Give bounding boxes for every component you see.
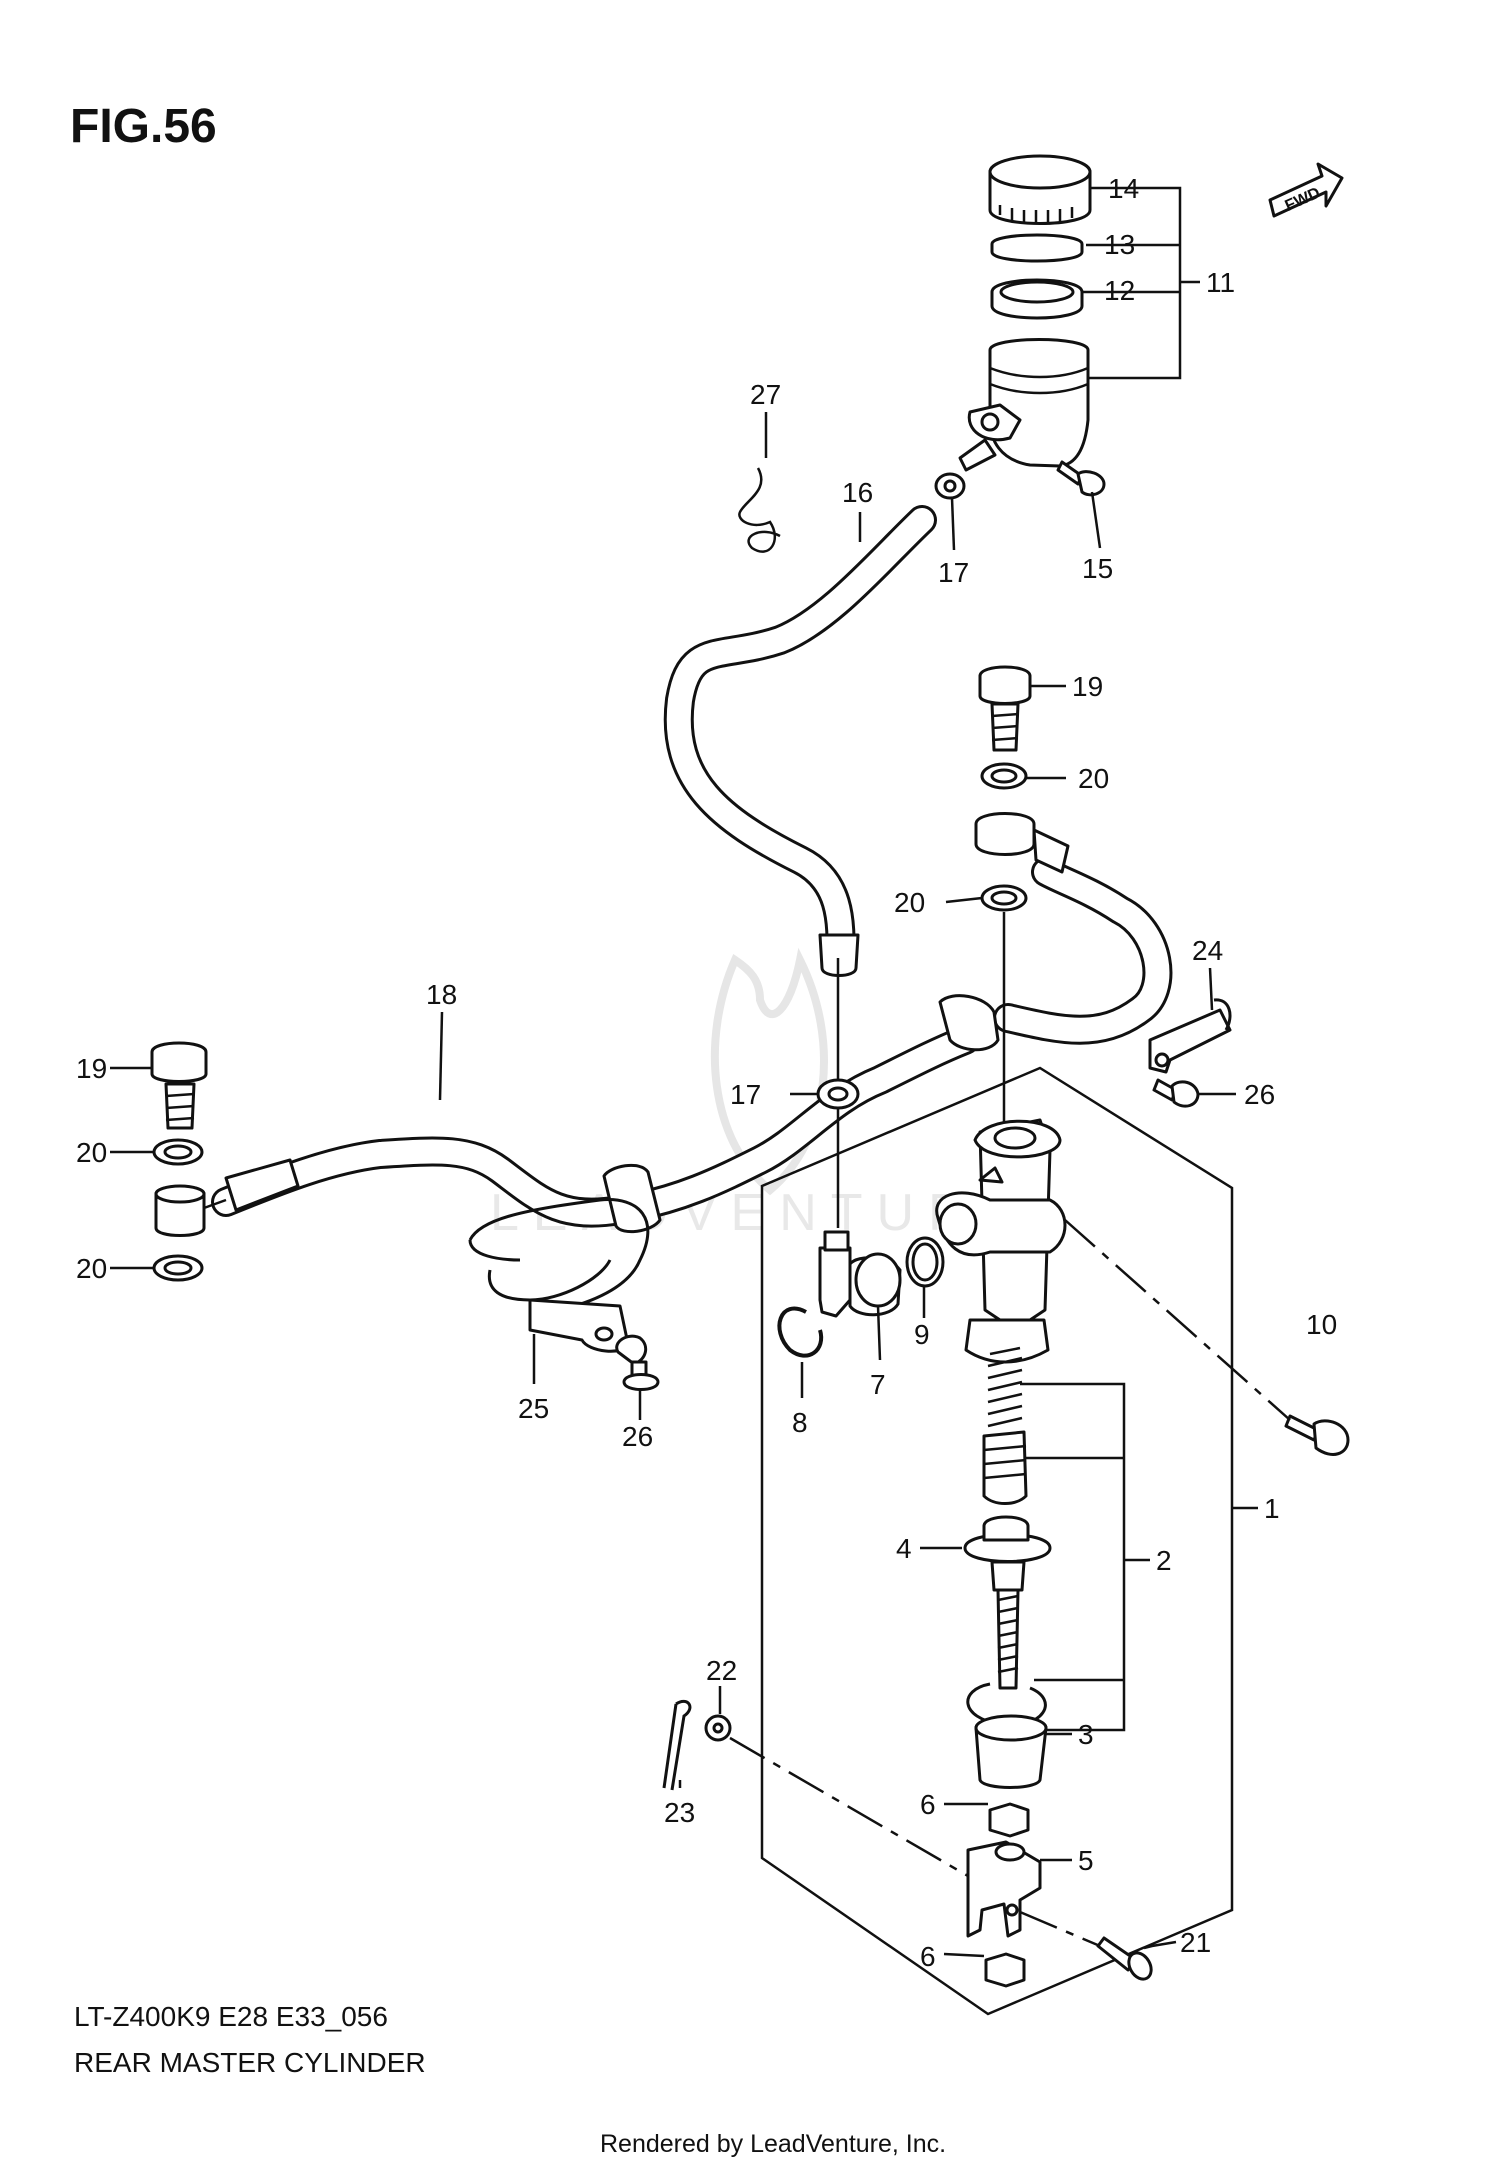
- washer-lower-b: [152, 1254, 204, 1282]
- callout-18: 18: [426, 979, 457, 1010]
- callout-25: 25: [518, 1393, 549, 1424]
- callout-11: 11: [1206, 267, 1235, 298]
- callout-17-lower: 17: [730, 1079, 761, 1110]
- piston-cup: [982, 1430, 1028, 1505]
- callout-3: 3: [1078, 1719, 1094, 1750]
- callout-6-lower: 6: [920, 1941, 936, 1972]
- assembly-outline: [760, 1066, 1234, 2016]
- reservoir-cap: [988, 154, 1092, 225]
- callout-7: 7: [870, 1369, 886, 1400]
- hose-clip: [738, 467, 781, 553]
- washer-22: [704, 1714, 732, 1742]
- callout-16: 16: [842, 477, 873, 508]
- o-ring: [905, 1236, 945, 1288]
- callout-22: 22: [706, 1655, 737, 1686]
- render-credit: Rendered by LeadVenture, Inc.: [600, 2130, 946, 2158]
- callout-2: 2: [1156, 1545, 1172, 1576]
- brake-hose: [154, 812, 1173, 1237]
- diaphragm-plate: [990, 233, 1084, 263]
- callout-14: 14: [1108, 173, 1139, 204]
- washer-upper-a: [980, 762, 1028, 790]
- diaphragm: [990, 278, 1084, 320]
- callout-24: 24: [1192, 935, 1223, 966]
- callout-21: 21: [1180, 1927, 1211, 1958]
- mounting-bolt-10: [1284, 1414, 1350, 1456]
- callout-27: 27: [750, 379, 781, 410]
- callout-10: 10: [1306, 1309, 1337, 1340]
- callout-labels: 1 2 3 4 5 6 6 7 8 9 10 11 12 13 14 15 16…: [76, 173, 1337, 1972]
- callout-20-upper-b: 20: [894, 887, 925, 918]
- callout-4: 4: [896, 1533, 912, 1564]
- diagram-caption: REAR MASTER CYLINDER: [74, 2047, 426, 2078]
- callout-19-lower: 19: [76, 1053, 107, 1084]
- banjo-bolt-upper: [978, 665, 1032, 752]
- reservoir-screw: [1056, 460, 1106, 497]
- callout-20-lower-b: 20: [76, 1253, 107, 1284]
- master-cylinder-body: [935, 1118, 1067, 1364]
- dust-boot: [974, 1714, 1048, 1789]
- washer-upper-b: [980, 884, 1028, 912]
- inlet-elbow: [818, 1230, 902, 1318]
- lock-nut-upper: [988, 1802, 1030, 1838]
- banjo-bolt-lower: [150, 1041, 208, 1130]
- callout-20-upper-a: 20: [1078, 763, 1109, 794]
- bracket-bolt-lower: [615, 1334, 660, 1391]
- clevis: [966, 1840, 1042, 1938]
- washer-lower-a: [152, 1138, 204, 1166]
- model-code: LT-Z400K9 E28 E33_056: [74, 2001, 388, 2032]
- callout-17-upper: 17: [938, 557, 969, 588]
- circlip: [777, 1306, 824, 1358]
- callout-1: 1: [1264, 1493, 1280, 1524]
- callout-20-lower-a: 20: [76, 1137, 107, 1168]
- callout-26-upper: 26: [1244, 1079, 1275, 1110]
- hose-bracket: [1148, 998, 1232, 1074]
- callout-8: 8: [792, 1407, 808, 1438]
- fwd-arrow-badge: FWD: [1268, 162, 1344, 218]
- hose-clamp-upper: [934, 472, 966, 500]
- callout-5: 5: [1078, 1845, 1094, 1876]
- leader-lines: [110, 186, 1291, 1958]
- callout-13: 13: [1104, 229, 1135, 260]
- callout-15: 15: [1082, 553, 1113, 584]
- bracket-bolt-upper: [1152, 1078, 1200, 1108]
- hose-clamp-lower: [816, 1078, 860, 1110]
- piston-spring: [987, 1346, 1023, 1428]
- push-rod: [990, 1560, 1026, 1690]
- lock-nut-lower: [984, 1952, 1026, 1988]
- reservoir-body: [958, 338, 1090, 472]
- clevis-pin: [1096, 1936, 1153, 1981]
- reservoir-hose: [663, 505, 937, 977]
- callout-6-upper: 6: [920, 1789, 936, 1820]
- callout-19-upper: 19: [1072, 671, 1103, 702]
- hose-guide-bracket: [468, 1198, 650, 1353]
- cotter-pin: [662, 1699, 692, 1791]
- push-rod-boot: [963, 1515, 1052, 1563]
- callout-23: 23: [664, 1797, 695, 1828]
- callout-26-lower: 26: [622, 1421, 653, 1452]
- callout-9: 9: [914, 1319, 930, 1350]
- callout-12: 12: [1104, 275, 1135, 306]
- figure-title: FIG.56: [70, 100, 217, 153]
